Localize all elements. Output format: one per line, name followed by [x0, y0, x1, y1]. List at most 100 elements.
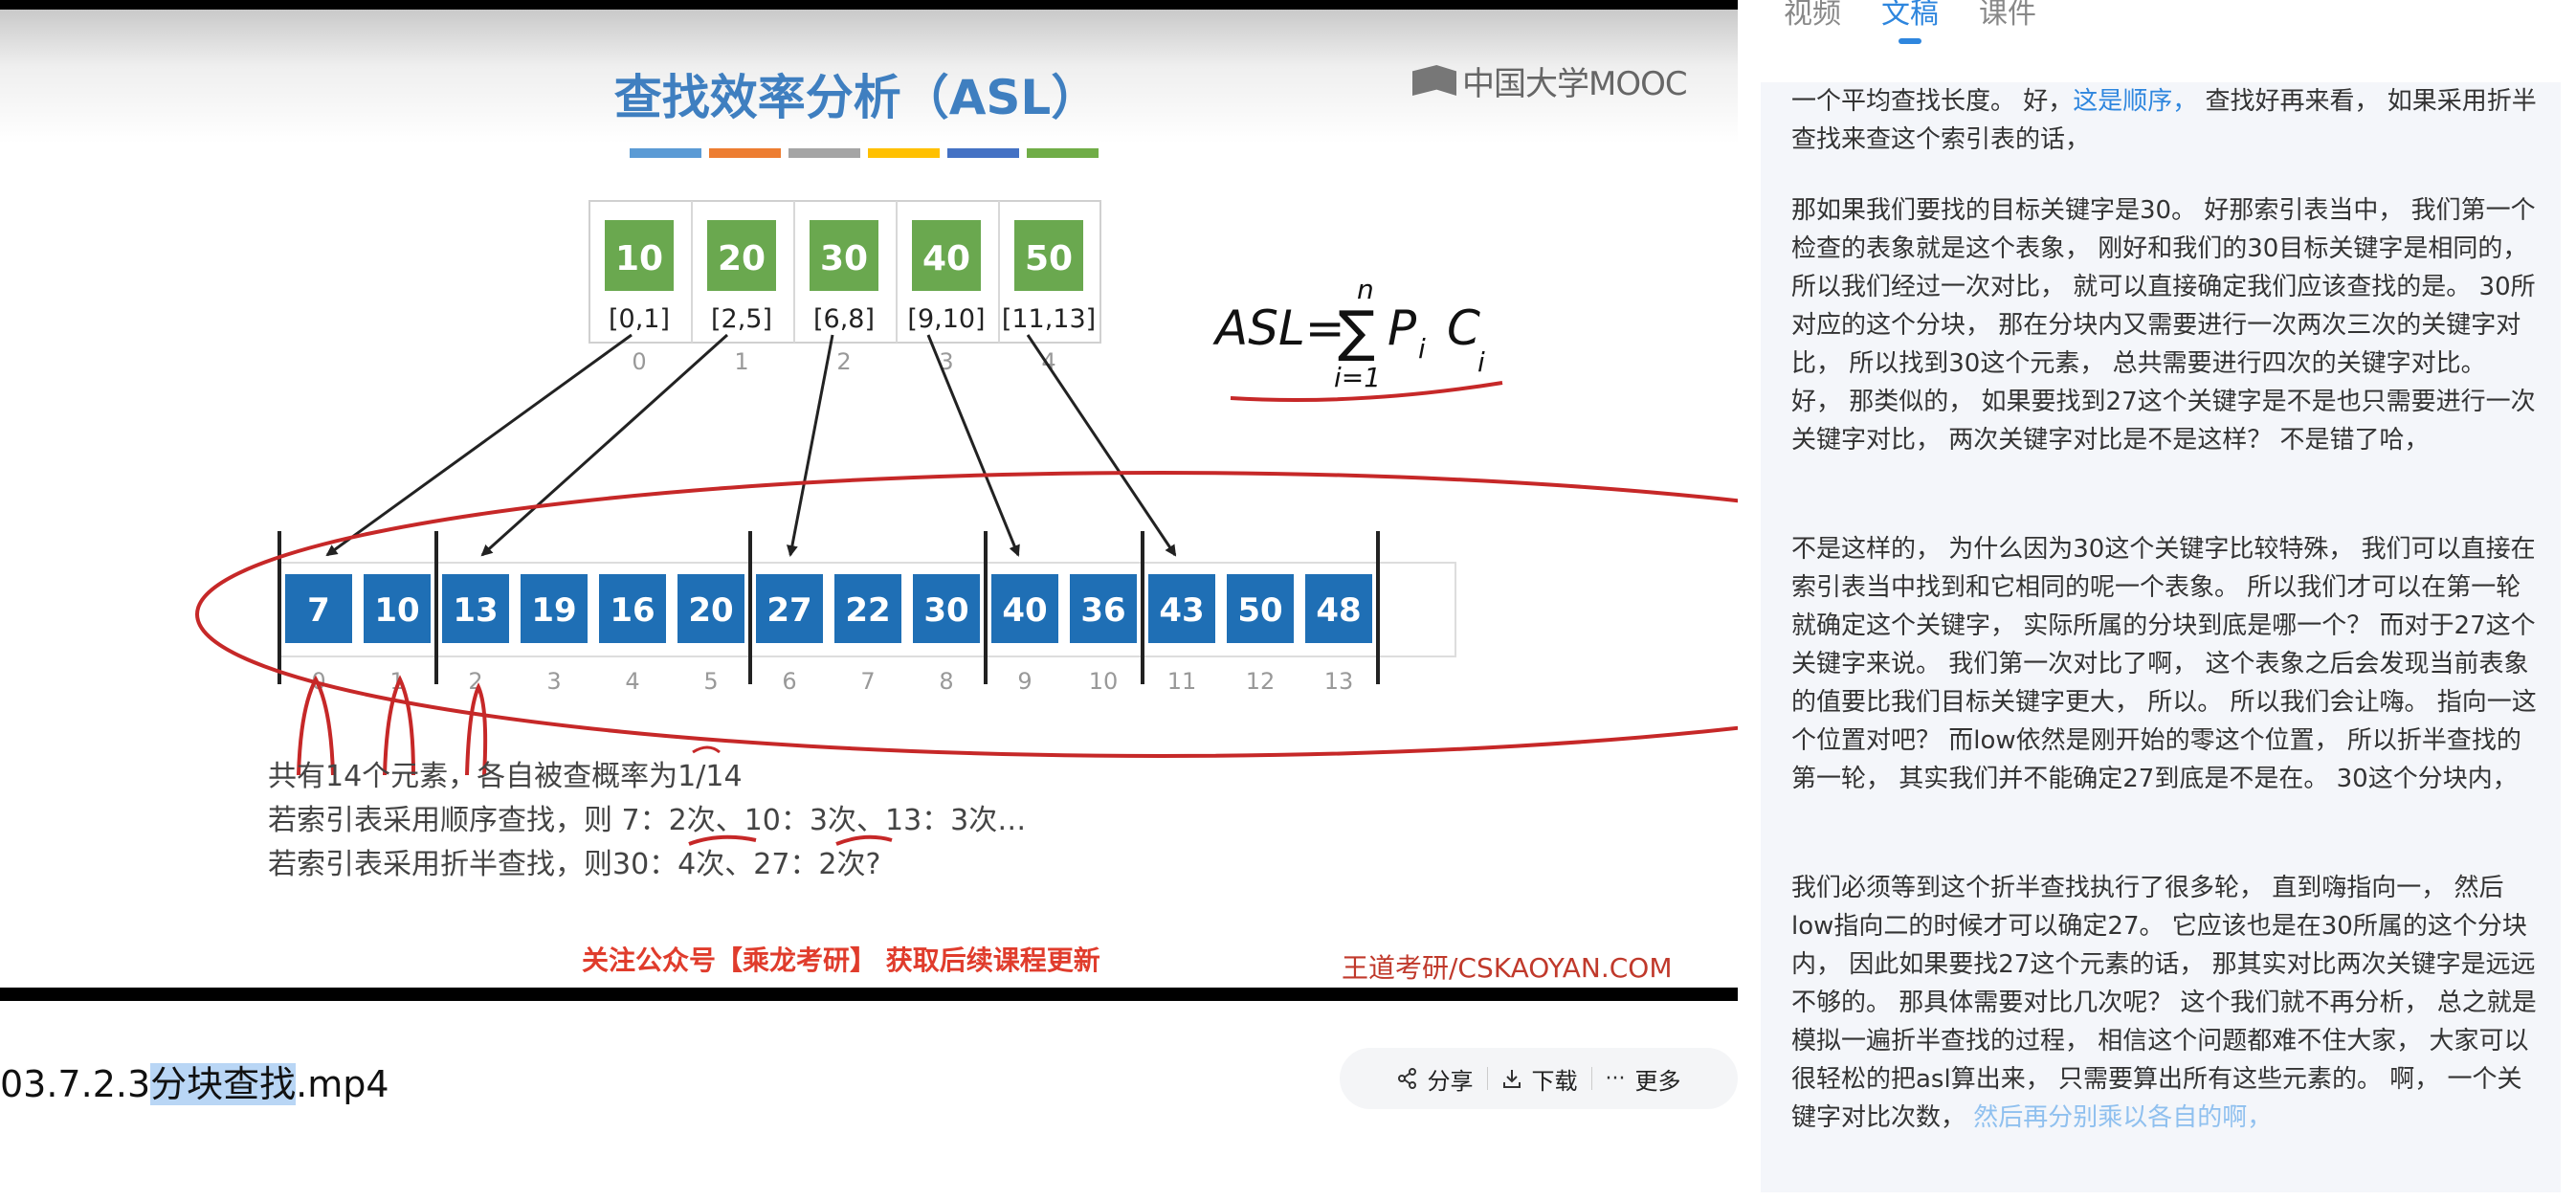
action-divider	[1486, 1067, 1488, 1090]
slide-color-bar	[630, 148, 1099, 158]
color-swatch	[868, 148, 940, 158]
ellipsis-icon: ···	[1605, 1066, 1626, 1091]
block-pointer-arrows	[325, 333, 1177, 557]
download-label: 下载	[1531, 1067, 1578, 1095]
index-position: 2	[836, 348, 851, 375]
transcript-upcoming-text[interactable]: 然后再分别乘以各自的啊，	[1965, 1103, 2273, 1132]
video-file-title: 03.7.2.3分块查找.mp4	[0, 1055, 389, 1107]
array-index: 7	[860, 668, 875, 695]
main-array: 7010113219316420527622730840936104311501…	[278, 531, 1456, 695]
slide-text-line-1: 共有14个元素，各自被查概率为1/14	[268, 760, 743, 793]
mooc-logo: 中国大学MOOC	[1412, 61, 1688, 103]
slide-text-line-2: 若索引表采用顺序查找，则 7：2次、10：3次、13：3次…	[268, 796, 1026, 838]
share-button[interactable]: 分享	[1384, 1062, 1487, 1096]
array-value: 13	[453, 591, 498, 630]
formula-lhs: ASL=	[1212, 300, 1345, 356]
array-cell	[1070, 574, 1137, 643]
array-index: 11	[1167, 668, 1197, 695]
transcript-panel[interactable]: 一个平均查找长度。 好，这是顺序， 查找好再来看， 如果采用折半查找来查这个索引…	[1761, 82, 2561, 1192]
array-value: 40	[1002, 591, 1047, 630]
transcript-paragraph[interactable]: 一个平均查找长度。 好，这是顺序， 查找好再来看， 如果采用折半查找来查这个索引…	[1791, 82, 2538, 159]
array-value: 22	[845, 591, 890, 630]
transcript-text: 我们必须等到这个折半查找执行了很多轮， 直到嗨指向一， 然后low指向二的时候才…	[1791, 874, 2537, 1132]
array-cell	[521, 574, 588, 643]
index-key: 20	[718, 239, 766, 278]
pointer-annotation	[383, 675, 415, 776]
array-cell	[834, 574, 901, 643]
array-value: 27	[766, 591, 811, 630]
array-value: 43	[1159, 591, 1204, 630]
index-range: [0,1]	[609, 304, 670, 334]
tab-transcript[interactable]: 文稿	[1881, 0, 1939, 46]
color-swatch	[947, 148, 1019, 158]
formula-c-sub: i	[1477, 346, 1485, 378]
pointer-arrow	[325, 333, 633, 557]
color-swatch	[1027, 148, 1099, 158]
array-cell	[442, 574, 509, 643]
array-cell	[1148, 574, 1215, 643]
array-value: 36	[1080, 591, 1125, 630]
array-value: 10	[374, 591, 419, 630]
array-index: 13	[1324, 668, 1354, 695]
array-value: 30	[923, 591, 968, 630]
index-key-box	[707, 220, 776, 291]
index-key: 40	[922, 239, 970, 278]
transcript-text: 查找好再来看， 如果采用折半查找来查这个索引表的话，	[1791, 87, 2537, 154]
lecture-slide: 查找效率分析（ASL） 中国大学MOOC	[0, 10, 1738, 988]
transcript-text: 一个平均查找长度。 好，	[1791, 87, 2074, 116]
array-index: 6	[782, 668, 796, 695]
asl-formula: ASL= ∑ n i=1 P i C i	[1212, 274, 1485, 393]
slide-title: 查找效率分析（ASL）	[613, 70, 1099, 125]
transcript-paragraph[interactable]: 不是这样的， 为什么因为30这个关键字比较特殊， 我们可以直接在索引表当中找到和…	[1791, 535, 2537, 793]
array-circle-annotation	[195, 471, 1738, 758]
array-index: 12	[1246, 668, 1276, 695]
array-value: 20	[688, 591, 733, 630]
array-cell	[991, 574, 1058, 643]
index-range: [11,13]	[1002, 304, 1096, 334]
tab-courseware[interactable]: 课件	[1979, 0, 2036, 31]
transcript-current-sentence[interactable]: 这是顺序，	[2073, 87, 2198, 116]
index-position: 4	[1041, 348, 1055, 375]
index-key-box	[1014, 220, 1083, 291]
transcript-paragraph[interactable]: 那如果我们要找的目标关键字是30。 好那索引表当中， 我们第一个检查的表象就是这…	[1791, 196, 2536, 455]
array-cell	[1305, 574, 1372, 643]
formula-upper: n	[1357, 274, 1374, 305]
underline-annotation	[835, 834, 893, 846]
index-range: [2,5]	[711, 304, 772, 334]
transcript-paragraph[interactable]: 我们必须等到这个折半查找执行了很多轮， 直到嗨指向一， 然后low指向二的时候才…	[1791, 869, 2538, 1137]
block-search-diagram: 10 20 30 40 50 [0,1] [2,5] [6,8] [9,10] …	[195, 200, 1738, 846]
tab-video[interactable]: 视频	[1784, 0, 1841, 31]
pointer-arrow	[480, 333, 729, 557]
line2-mid: 、10：	[715, 804, 810, 837]
more-label: 更多	[1634, 1067, 1681, 1095]
slide-footer-site: 王道考研/CSKAOYAN.COM	[1342, 952, 1673, 984]
pointer-arrow	[926, 334, 1020, 557]
file-title-suffix: .mp4	[296, 1063, 389, 1105]
array-value: 7	[307, 591, 330, 630]
color-swatch	[788, 148, 860, 158]
pointer-annotation	[297, 675, 335, 776]
array-value: 16	[610, 591, 655, 630]
underline-annotation	[688, 834, 757, 846]
share-label: 分享	[1427, 1067, 1474, 1095]
action-divider	[1590, 1067, 1592, 1090]
more-button[interactable]: ··· 更多	[1592, 1062, 1695, 1096]
download-button[interactable]: 下载	[1488, 1062, 1591, 1096]
index-key-box	[912, 220, 981, 291]
line2-prefix: 若索引表采用顺序查找，则 7：	[268, 804, 669, 837]
index-range: [9,10]	[907, 304, 985, 334]
share-icon	[1397, 1068, 1416, 1089]
array-cell	[913, 574, 980, 643]
formula-c: C	[1447, 300, 1480, 356]
index-key: 30	[820, 239, 868, 278]
video-player[interactable]: 查找效率分析（ASL） 中国大学MOOC	[0, 0, 1738, 1001]
array-cell	[599, 574, 666, 643]
array-cell	[364, 574, 431, 643]
file-title-prefix: 03.7.2.3	[0, 1063, 151, 1105]
array-value: 48	[1316, 591, 1361, 630]
array-cells: 7010113219316420527622730840936104311501…	[285, 574, 1372, 695]
index-key: 10	[615, 239, 663, 278]
array-cell	[756, 574, 823, 643]
index-table: 10 20 30 40 50 [0,1] [2,5] [6,8] [9,10] …	[588, 200, 1101, 375]
line2-count-a: 2次	[668, 804, 716, 837]
